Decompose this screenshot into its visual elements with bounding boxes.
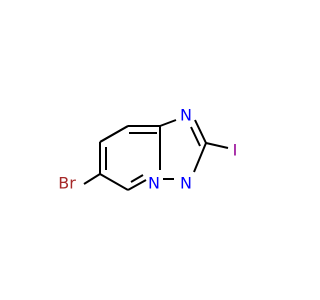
molecule-drawing: Br I N N N — [58, 106, 238, 193]
bond-c7-c6-outer — [99, 125, 129, 143]
nitrogen-bottom-label: N — [180, 174, 192, 193]
bond-c2-n3 — [193, 142, 207, 173]
bond-c5-n4-inner — [130, 174, 144, 183]
nitrogen-top-label: N — [180, 106, 192, 125]
bond-c2-i — [205, 142, 229, 149]
iodine-label: I — [233, 141, 238, 160]
bond-c8a-n1 — [159, 119, 177, 127]
bond-c5-n4 — [127, 179, 147, 191]
bond-n1-c2-inner — [190, 126, 201, 147]
bond-c6-c5 — [99, 173, 129, 191]
bromine-label: Br — [58, 174, 76, 193]
structure-canvas: Br I N N N — [58, 105, 238, 193]
bond-c6-br — [83, 173, 101, 185]
nitrogen-bridge-label: N — [148, 174, 160, 193]
bond-n1-c2 — [194, 119, 207, 144]
